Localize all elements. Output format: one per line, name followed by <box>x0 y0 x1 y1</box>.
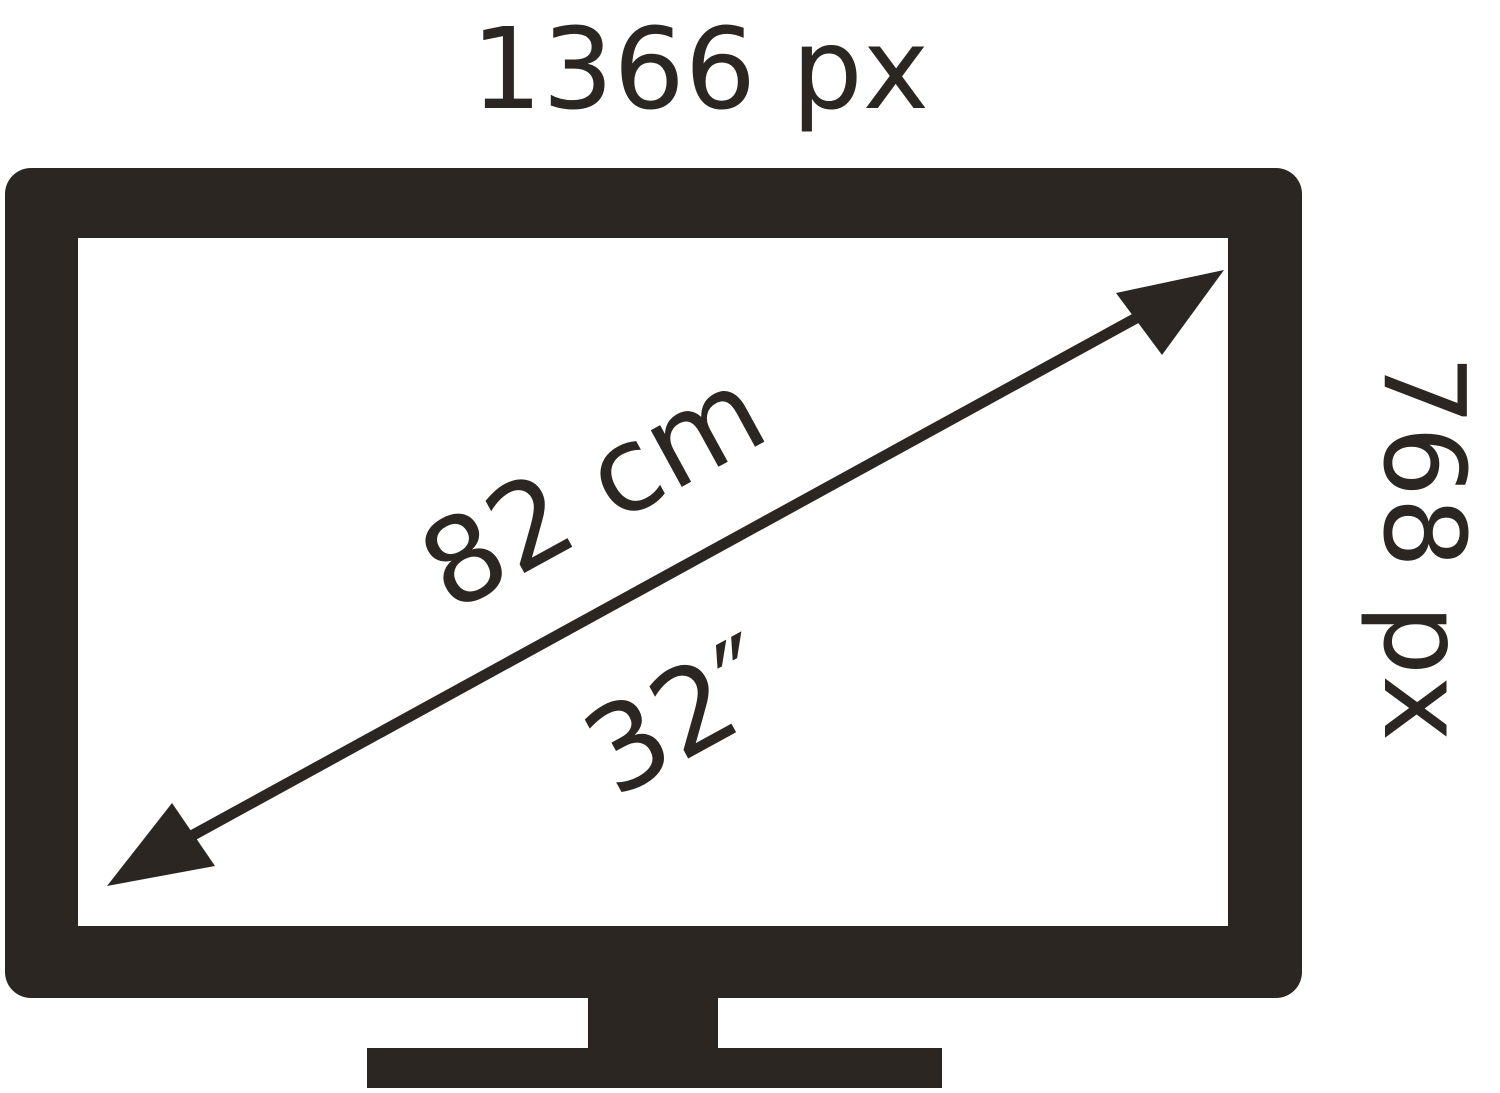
monitor-stand-base <box>367 1048 942 1088</box>
arrow-head-top-right <box>1116 270 1224 355</box>
monitor-stand-neck <box>588 996 718 1050</box>
double-arrow-icon <box>107 270 1224 886</box>
height-resolution-label: 768 px <box>1358 355 1488 742</box>
width-resolution-label: 1366 px <box>471 5 929 135</box>
monitor-icon <box>5 168 1302 1088</box>
arrow-head-bottom-left <box>107 803 215 886</box>
diagonal-arrow-shaft <box>172 300 1163 850</box>
